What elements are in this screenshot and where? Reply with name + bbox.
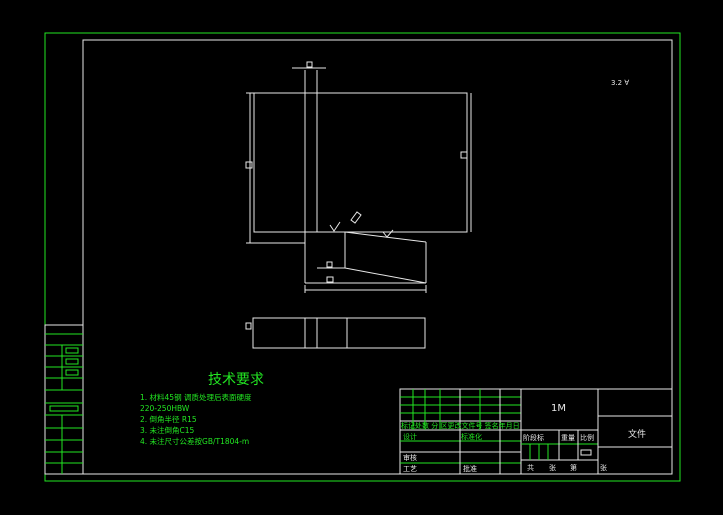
tech-requirements-title: 技术要求 [208, 372, 264, 388]
tb-standard: 标准化 [461, 432, 482, 441]
tech-req-item-4: 4. 未注尺寸公差按GB/T1804-m [140, 436, 249, 446]
roughness-note: 3.2 ∀ [611, 79, 629, 87]
tech-req-item-1b: 220-250HBW [140, 404, 190, 413]
title-block [399, 388, 673, 475]
tech-req-item-2: 2. 倒角半径 R15 [140, 414, 197, 424]
tb-review: 审核 [403, 453, 417, 462]
bottom-view [245, 317, 426, 349]
tb-process: 工艺 [403, 465, 417, 473]
tb-designer: 设计 [403, 432, 417, 441]
tb-scale: 比例 [580, 433, 594, 442]
main-view [245, 61, 472, 293]
inner-frame [82, 39, 673, 475]
tb-sheets-total: 共 [527, 463, 534, 472]
tb-sheet-no: 第 [570, 463, 577, 472]
tb-stage: 阶段标 [523, 433, 544, 442]
material: 文件 [628, 428, 646, 440]
tb-sheets-label: 张 [549, 463, 556, 472]
outer-frame [44, 32, 681, 482]
tech-req-item-1: 1. 材料45钢 调质处理后表面硬度 [140, 392, 252, 402]
tb-approve: 批准 [463, 464, 477, 473]
tb-row-revision-header: 标记处数 分 区更改文件号 签名年月日 [401, 421, 520, 430]
left-side-table [44, 324, 84, 475]
tech-req-item-3: 3. 未注倒角C15 [140, 425, 195, 435]
part-name: 1M [551, 403, 566, 414]
tb-weight: 重量 [561, 434, 575, 442]
tb-sheet-label2: 张 [600, 463, 607, 472]
